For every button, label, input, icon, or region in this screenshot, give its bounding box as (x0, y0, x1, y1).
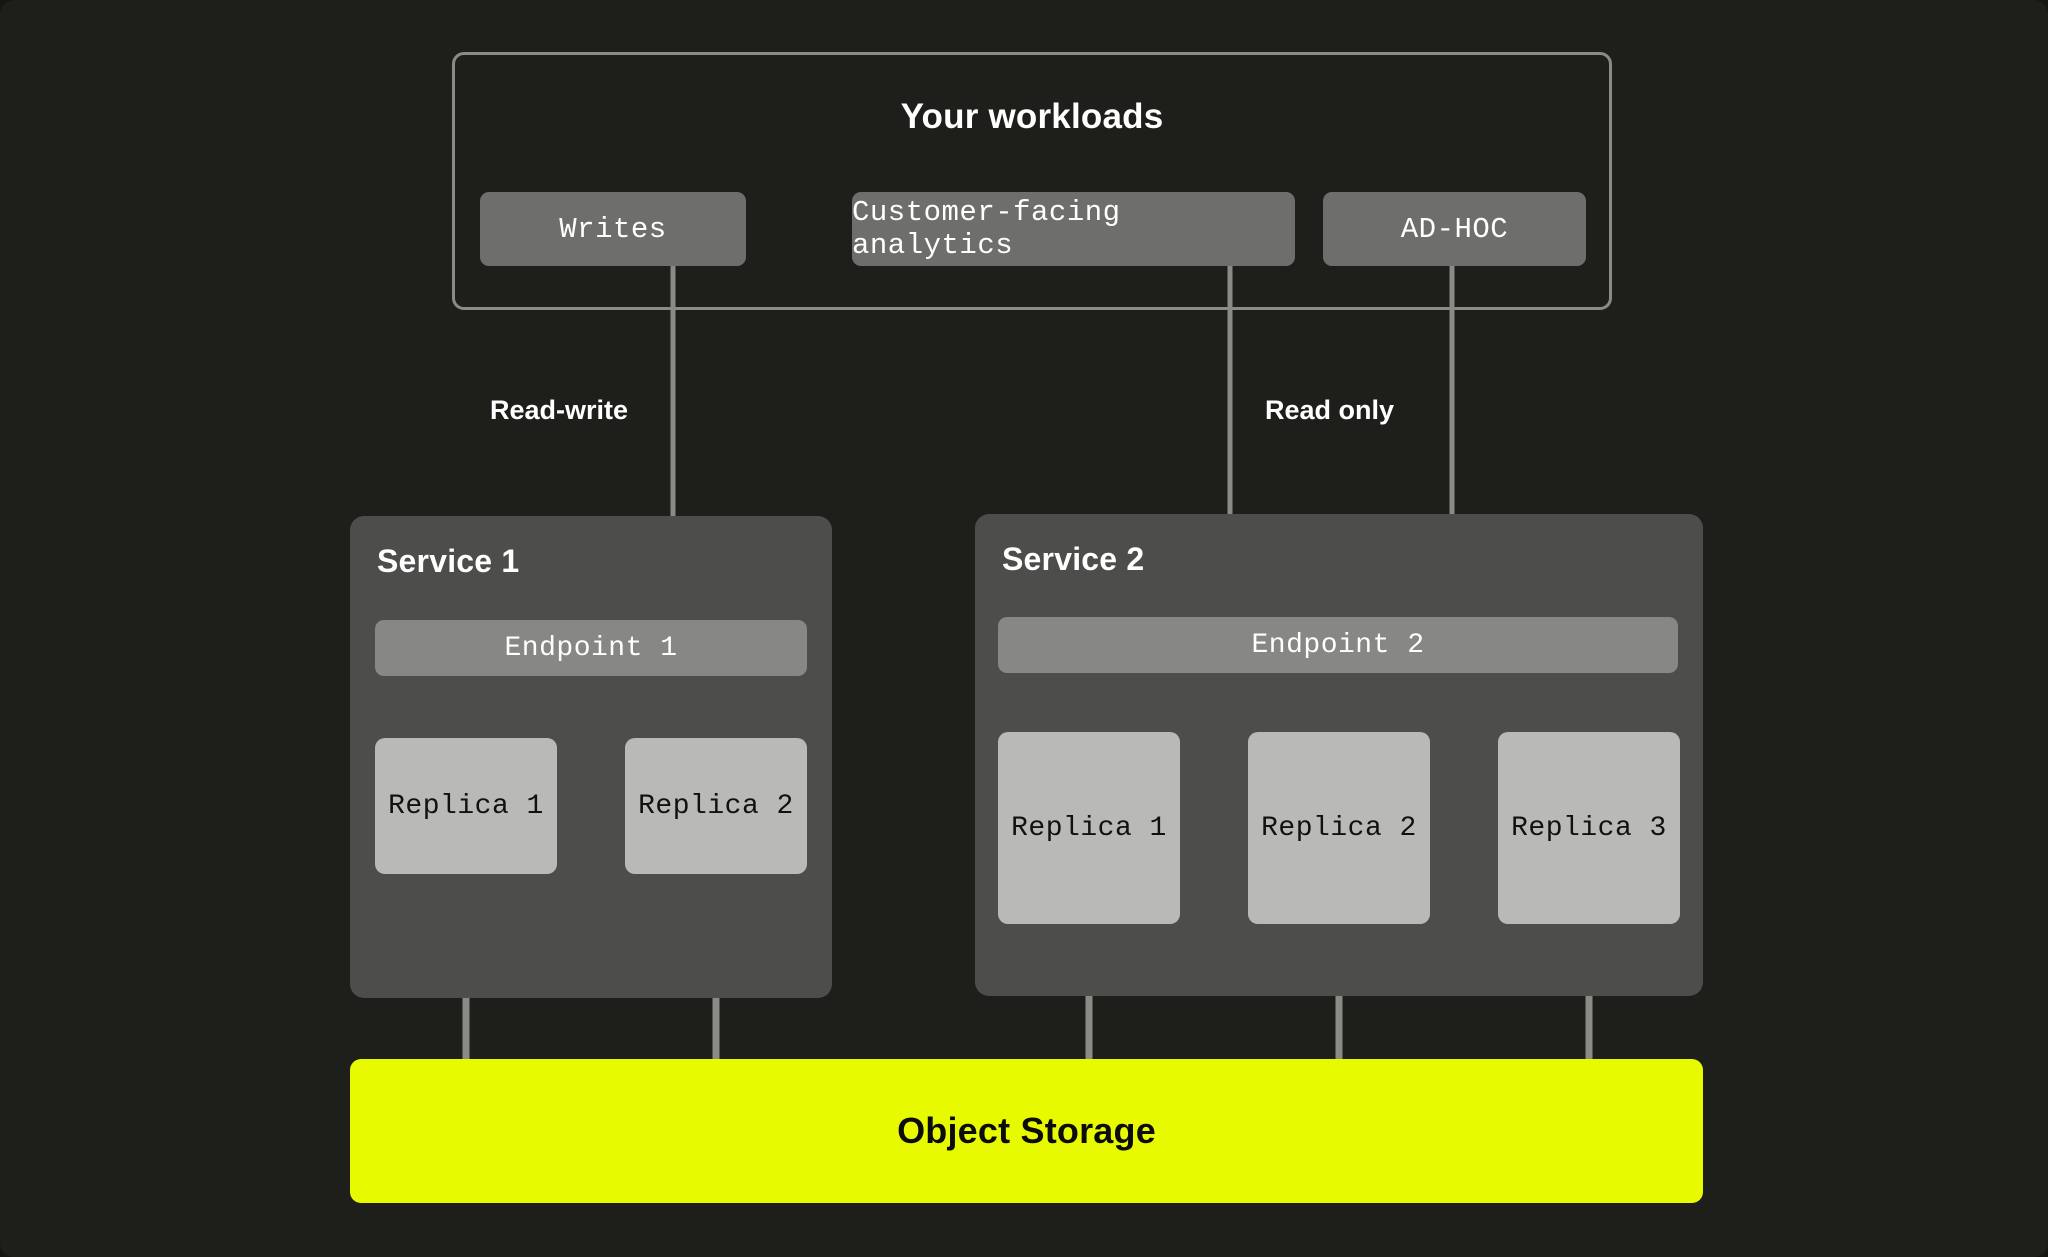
your-workloads-panel: Your workloads (452, 52, 1612, 310)
service-2-replica-2-label: Replica 2 (1261, 812, 1417, 844)
service-1-replica-1[interactable]: Replica 1 (375, 738, 557, 874)
object-storage-label: Object Storage (897, 1110, 1156, 1151)
service-2-replica-3[interactable]: Replica 3 (1498, 732, 1680, 924)
service-1-replica-1-label: Replica 1 (388, 790, 544, 822)
workload-chip-customer-facing-analytics[interactable]: Customer-facing analytics (852, 192, 1295, 266)
your-workloads-title: Your workloads (900, 97, 1164, 136)
workload-chip-writes[interactable]: Writes (480, 192, 746, 266)
edge-label-read-only: Read only (1265, 395, 1395, 425)
service-1-replica-2[interactable]: Replica 2 (625, 738, 807, 874)
service-2-endpoint-label: Endpoint 2 (1251, 629, 1425, 661)
service-2-replica-2[interactable]: Replica 2 (1248, 732, 1430, 924)
workload-chip-ad-hoc-label: AD-HOC (1400, 212, 1509, 246)
service-2-title: Service 2 (1002, 541, 1145, 577)
service-1-endpoint-label: Endpoint 1 (504, 632, 678, 664)
service-2-panel[interactable]: Service 2 Endpoint 2 Replica 1 Replica 2… (975, 514, 1703, 996)
service-1-title: Service 1 (377, 543, 520, 579)
edge-label-read-write: Read-write (490, 395, 629, 425)
service-2-replica-1[interactable]: Replica 1 (998, 732, 1180, 924)
service-2-endpoint[interactable]: Endpoint 2 (998, 617, 1678, 673)
service-2-replica-3-label: Replica 3 (1511, 812, 1667, 844)
service-1-replica-2-label: Replica 2 (638, 790, 794, 822)
service-2-replica-1-label: Replica 1 (1011, 812, 1167, 844)
service-1-endpoint[interactable]: Endpoint 1 (375, 620, 807, 676)
workload-chip-customer-facing-analytics-label: Customer-facing analytics (852, 196, 1121, 262)
object-storage-panel[interactable]: Object Storage (350, 1059, 1703, 1203)
workload-chip-ad-hoc[interactable]: AD-HOC (1323, 192, 1586, 266)
service-1-panel[interactable]: Service 1 Endpoint 1 Replica 1 Replica 2 (350, 516, 832, 998)
workload-chip-writes-label: Writes (559, 212, 667, 246)
